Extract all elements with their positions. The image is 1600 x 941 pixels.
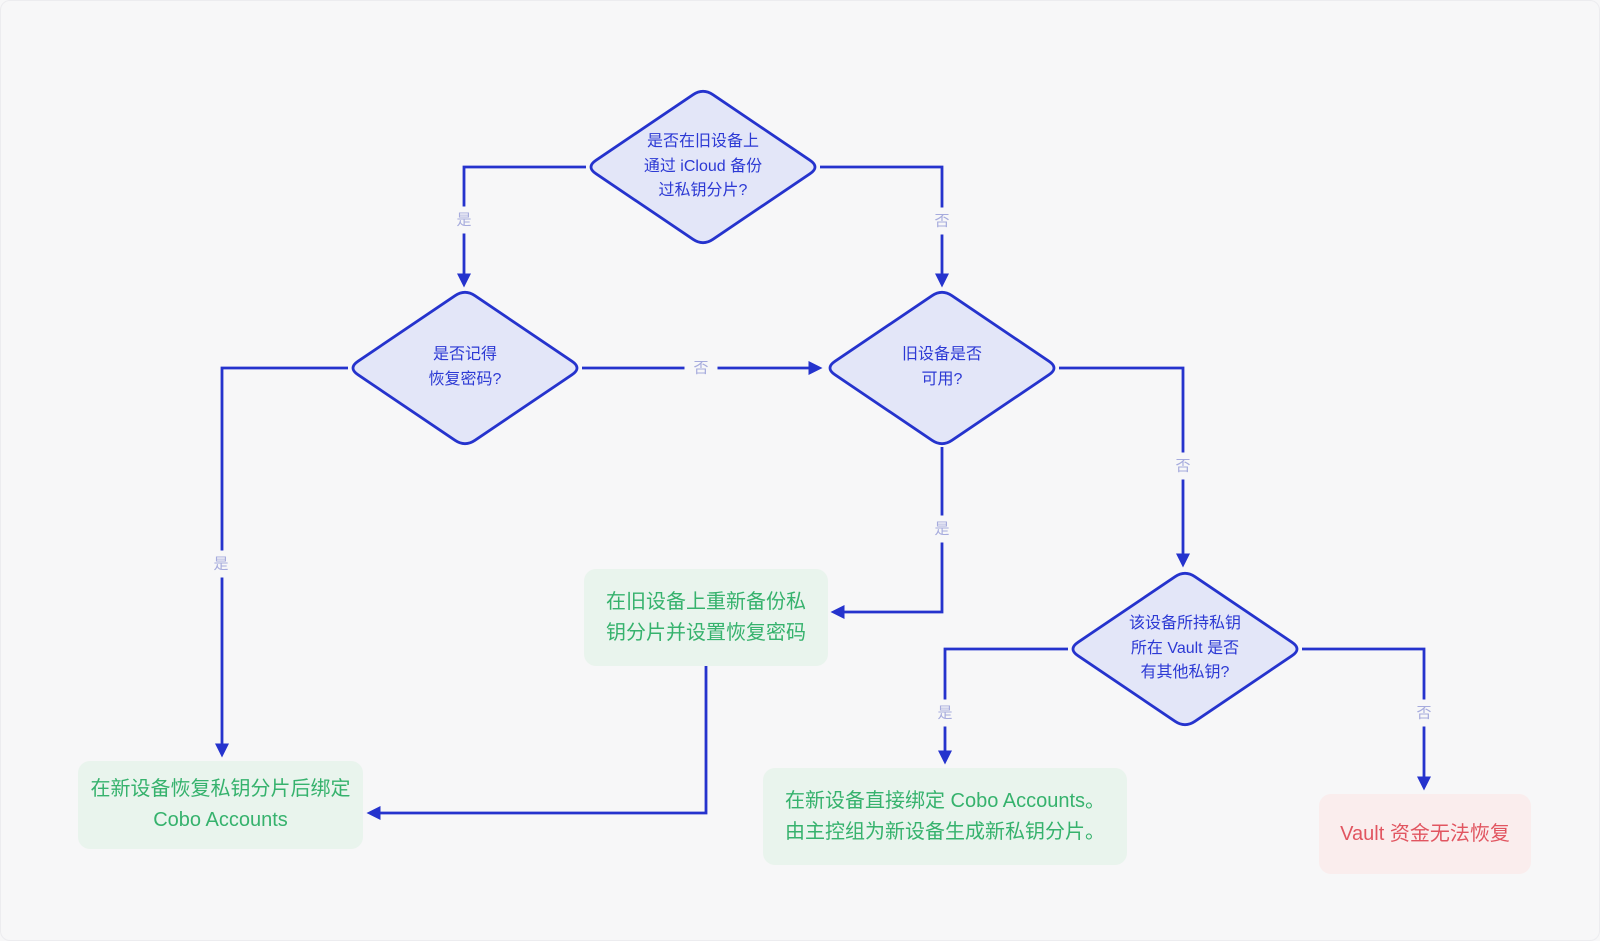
decision-icloud-backup-label: 是否在旧设备上 通过 iCloud 备份 过私钥分片? <box>643 132 763 200</box>
connector-rebackup-to-restore <box>366 666 708 820</box>
edge-label-old-device-yes: 是 <box>925 515 959 543</box>
decision-vault-other-keys-label: 该设备所持私钥 所在 Vault 是否 有其他私钥? <box>1128 614 1241 682</box>
decision-icloud-backup: 是否在旧设备上 通过 iCloud 备份 过私钥分片? <box>586 88 820 246</box>
connector-icloud-no <box>820 165 949 288</box>
decision-old-device-available: 旧设备是否 可用? <box>825 289 1059 447</box>
diamond-shape <box>828 290 1056 446</box>
outcome-funds-unrecoverable: Vault 资金无法恢复 <box>1319 794 1531 874</box>
connector-device-no <box>1059 366 1190 568</box>
action-restore-and-bind: 在新设备恢复私钥分片后绑定 Cobo Accounts <box>78 761 363 849</box>
action-rebackup-old-device: 在旧设备上重新备份私 钥分片并设置恢复密码 <box>584 569 828 666</box>
connector-vault-no <box>1302 647 1431 791</box>
connector-device-yes <box>830 447 944 619</box>
edge-label-password-yes: 是 <box>204 550 238 578</box>
edge-label-icloud-no: 否 <box>925 207 959 235</box>
edge-label-password-no: 否 <box>684 354 718 382</box>
decision-remember-password-label: 是否记得 恢复密码? <box>428 346 502 388</box>
diamond-shape <box>1071 571 1299 727</box>
connector-icloud-yes <box>457 165 586 288</box>
diamond-shape <box>351 290 579 446</box>
action-direct-bind: 在新设备直接绑定 Cobo Accounts。 由主控组为新设备生成新私钥分片。 <box>763 768 1127 865</box>
connector-password-yes <box>215 366 348 758</box>
edge-label-vault-yes: 是 <box>928 699 962 727</box>
edge-label-vault-no: 否 <box>1407 699 1441 727</box>
connector-vault-yes <box>938 647 1068 765</box>
decision-remember-password: 是否记得 恢复密码? <box>348 289 582 447</box>
edge-label-icloud-yes: 是 <box>447 206 481 234</box>
decision-old-device-available-label: 旧设备是否 可用? <box>901 346 982 388</box>
diamond-shape <box>589 89 817 245</box>
edge-label-old-device-no: 否 <box>1166 452 1200 480</box>
decision-vault-other-keys: 该设备所持私钥 所在 Vault 是否 有其他私钥? <box>1068 570 1302 728</box>
